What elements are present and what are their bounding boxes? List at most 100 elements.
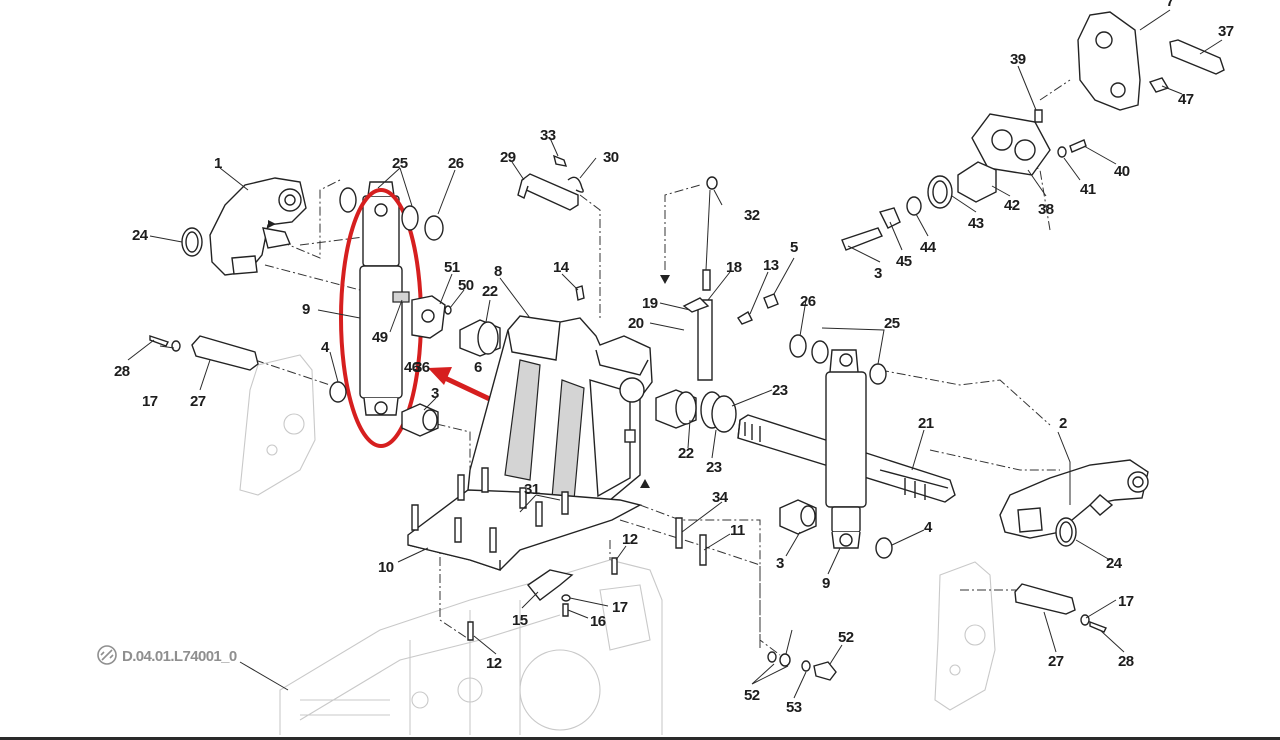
- callout-label: 26: [448, 155, 464, 172]
- callout-label: 2: [1059, 415, 1067, 432]
- right-bushing-rings: [655, 389, 737, 433]
- direction-marks: [268, 220, 670, 488]
- callout-label: 50: [458, 277, 474, 294]
- callout-label: 29: [500, 149, 516, 166]
- vertical-shaft: [682, 297, 713, 381]
- callout-label: 21: [918, 415, 934, 432]
- callout-label: 34: [712, 489, 729, 506]
- callout-label: 43: [968, 215, 984, 232]
- callout-label: 27: [190, 393, 206, 410]
- callout-label: 5: [790, 239, 798, 256]
- drawing-reference-code: D.04.01.L74001_0: [122, 648, 237, 665]
- callout-label: 23: [772, 382, 788, 399]
- lift-housing: [465, 315, 653, 536]
- callout-label: 25: [884, 315, 900, 332]
- link-icon: [97, 645, 117, 665]
- callout-label: 41: [1080, 181, 1096, 198]
- left-retaining-ring: [181, 227, 203, 257]
- callout-label: 44: [920, 239, 937, 256]
- callout-label: 27: [1048, 653, 1064, 670]
- small-screws: [737, 293, 779, 325]
- callout-label: 7: [1166, 0, 1174, 10]
- callout-label: 18: [726, 259, 742, 276]
- callout-label: 14: [553, 259, 570, 276]
- spring-plate: [526, 569, 574, 617]
- callout-label: 52: [744, 687, 760, 704]
- callout-label: 23: [706, 459, 722, 476]
- callout-label: 16: [590, 613, 606, 630]
- right-side-plate: [934, 561, 996, 711]
- left-lower-bushings: [329, 381, 439, 437]
- valve-flange: [971, 109, 1087, 176]
- rear-housing-outline: [279, 559, 663, 735]
- callout-label: 3: [874, 265, 882, 282]
- callout-label: 28: [114, 363, 130, 380]
- bottom-rule: [0, 737, 1280, 740]
- left-pin: [149, 335, 259, 371]
- top-pin: [517, 154, 584, 211]
- callout-label: 46: [404, 359, 420, 376]
- grease-nipple: [575, 285, 585, 301]
- callout-label: 24: [1106, 555, 1123, 572]
- callout-label: 4: [924, 519, 933, 536]
- callout-label: 40: [1114, 163, 1130, 180]
- callout-label: 52: [838, 629, 854, 646]
- callout-label: 9: [822, 575, 830, 592]
- right-retaining-ring: [1055, 517, 1077, 547]
- dipstick: [702, 176, 718, 291]
- callout-label: 12: [622, 531, 638, 548]
- callout-label: 42: [1004, 197, 1020, 214]
- cylinder-bracket: [411, 295, 452, 339]
- callout-label: 33: [540, 127, 556, 144]
- callout-label: 39: [1010, 51, 1026, 68]
- left-lift-arm: [209, 177, 307, 276]
- callout-label: 19: [642, 295, 658, 312]
- callout-label: 26: [800, 293, 816, 310]
- callout-label: 1: [214, 155, 222, 172]
- callout-label: 15: [512, 612, 528, 629]
- callout-label: 25: [392, 155, 408, 172]
- callout-label: 28: [1118, 653, 1134, 670]
- small-fittings: [767, 651, 837, 681]
- right-lift-cylinder: [825, 349, 867, 549]
- callout-label: 51: [444, 259, 460, 276]
- base-plate-bolts: [411, 467, 707, 641]
- callout-label: 10: [378, 559, 394, 576]
- callout-label: 6: [474, 359, 482, 376]
- callout-label: 22: [482, 283, 498, 300]
- callout-label: 8: [494, 263, 502, 280]
- callout-label: 13: [763, 257, 779, 274]
- callout-label: 49: [372, 329, 388, 346]
- callout-label: 17: [612, 599, 628, 616]
- callout-label: 12: [486, 655, 502, 672]
- right-lower-bushings: [779, 499, 893, 559]
- callout-numbers: 1 2 3 46 3 4 4 5 6 7 8 9 9 10 11 12 12 1…: [114, 0, 1234, 716]
- callout-label: 20: [628, 315, 644, 332]
- left-bushing: [459, 319, 501, 357]
- leader-lines: [127, 9, 1223, 699]
- callout-label: 3: [431, 385, 439, 402]
- callout-label: 24: [132, 227, 149, 244]
- callout-label: 17: [142, 393, 158, 410]
- right-lift-arm: [999, 459, 1149, 539]
- callout-label: 22: [678, 445, 694, 462]
- callout-label: 31: [524, 481, 540, 498]
- callout-label: 45: [896, 253, 912, 270]
- base-plate: [407, 489, 642, 571]
- callout-label: 36: [414, 359, 430, 376]
- left-side-plate: [239, 354, 316, 496]
- callout-label: 37: [1218, 23, 1234, 40]
- upper-seal-rings: [339, 187, 444, 241]
- callout-label: 4: [321, 339, 330, 356]
- callout-label: 9: [302, 301, 310, 318]
- right-pin: [1014, 583, 1107, 633]
- left-lift-cylinder: [359, 181, 410, 416]
- callout-label: 11: [730, 522, 745, 539]
- drawing-reference: D.04.01.L74001_0: [97, 645, 238, 665]
- callout-label: 30: [603, 149, 619, 166]
- valve-spool-parts: [841, 161, 997, 251]
- top-right-bracket: [1077, 11, 1225, 111]
- callout-label: 53: [786, 699, 802, 716]
